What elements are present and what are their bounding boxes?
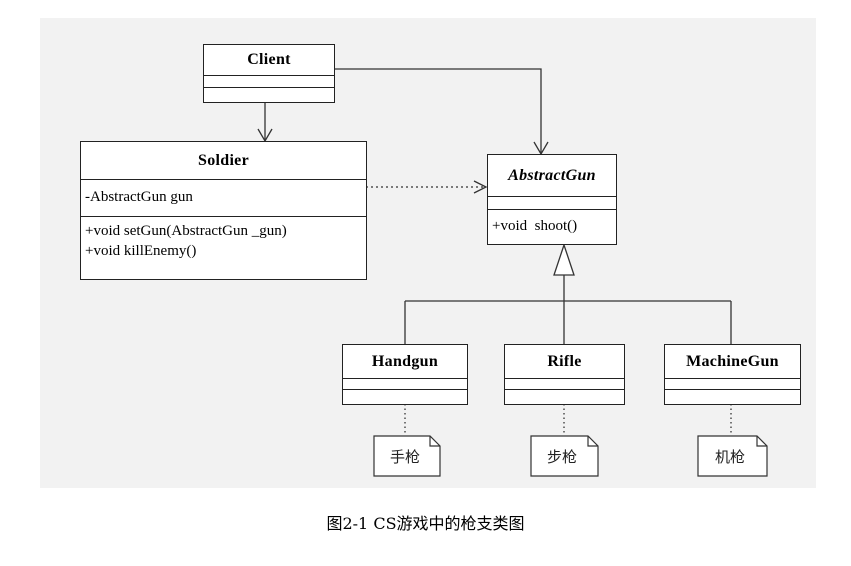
soldier-class-name: Soldier bbox=[198, 152, 249, 169]
soldier-class: Soldier -AbstractGun gun +void setGun(Ab… bbox=[80, 141, 367, 280]
rifle-methods bbox=[505, 389, 624, 402]
rifle-note-shape bbox=[530, 435, 599, 477]
soldier-method: +void killEnemy() bbox=[85, 243, 197, 259]
soldier-attribute: -AbstractGun gun bbox=[85, 189, 193, 205]
soldier-methods: +void setGun(AbstractGun _gun) +void kil… bbox=[81, 216, 366, 261]
figure-caption: 图2-1 CS游戏中的枪支类图 bbox=[326, 514, 525, 533]
client-class: Client bbox=[203, 44, 335, 103]
handgun-class: Handgun bbox=[342, 344, 468, 405]
handgun-class-name: Handgun bbox=[371, 353, 439, 370]
machinegun-note-label: 机枪 bbox=[714, 447, 745, 466]
machinegun-note-shape bbox=[697, 435, 768, 477]
abstractgun-class-name: AbstractGun bbox=[508, 167, 596, 184]
soldier-abstractgun-dep-arrowhead bbox=[473, 180, 488, 194]
rifle-note-label: 步枪 bbox=[546, 447, 577, 466]
soldier-attributes: -AbstractGun gun bbox=[81, 179, 366, 216]
machinegun-methods bbox=[665, 389, 800, 402]
handgun-attributes bbox=[343, 378, 467, 389]
handgun-methods bbox=[343, 389, 467, 402]
client-methods bbox=[204, 87, 334, 101]
abstractgun-method: +void shoot() bbox=[492, 218, 578, 234]
client-class-name: Client bbox=[247, 51, 291, 68]
soldier-method: +void setGun(AbstractGun _gun) bbox=[85, 223, 287, 239]
rifle-attributes bbox=[505, 378, 624, 389]
machinegun-class-name: MachineGun bbox=[686, 353, 779, 370]
abstractgun-attributes bbox=[488, 196, 616, 209]
abstractgun-methods: +void shoot() bbox=[488, 209, 616, 236]
client-abstractgun-association bbox=[334, 68, 542, 154]
abstractgun-class: AbstractGun +void shoot() bbox=[487, 154, 617, 245]
generalization-triangle bbox=[553, 242, 575, 276]
rifle-class: Rifle bbox=[504, 344, 625, 405]
machinegun-attributes bbox=[665, 378, 800, 389]
handgun-note-label: 手枪 bbox=[389, 447, 420, 466]
machinegun-class: MachineGun bbox=[664, 344, 801, 405]
rifle-class-name: Rifle bbox=[547, 353, 582, 370]
handgun-note-shape bbox=[373, 435, 441, 477]
client-attributes bbox=[204, 75, 334, 87]
